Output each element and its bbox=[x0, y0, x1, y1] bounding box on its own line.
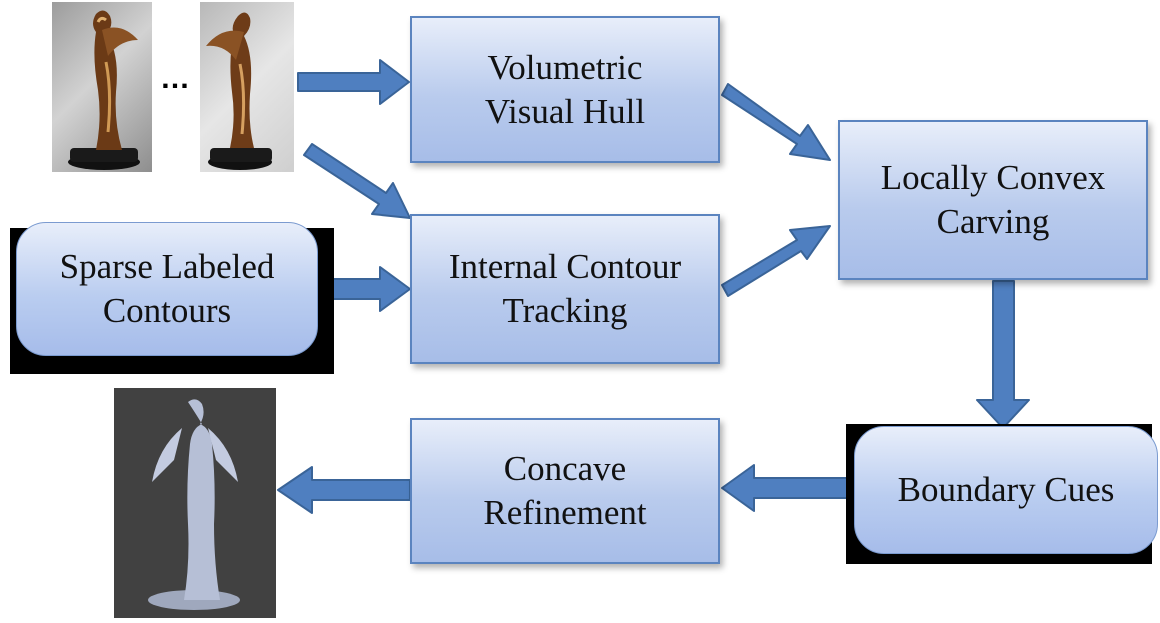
convex-carving-label: Locally Convex Carving bbox=[880, 158, 1106, 241]
contour-tracking-label: Internal Contour Tracking bbox=[448, 247, 682, 330]
statue-photo-icon bbox=[68, 10, 140, 170]
ellipsis: … bbox=[160, 62, 190, 95]
arrow-photos-to-contour-tracking bbox=[303, 143, 411, 219]
arrow-visual-hull-to-carving bbox=[721, 83, 831, 161]
concave-refinement-label: Concave Refinement bbox=[483, 449, 647, 532]
arrow-boundary-to-concave bbox=[721, 464, 855, 512]
sparse-contours-label: Sparse Labeled Contours bbox=[59, 247, 275, 330]
input-photo-last bbox=[200, 2, 294, 172]
output-3d-model bbox=[114, 388, 276, 618]
reconstructed-statue-icon bbox=[148, 399, 240, 610]
input-photo-first bbox=[52, 2, 152, 172]
arrow-photos-to-visual-hull bbox=[297, 59, 410, 105]
contour-tracking-box: Internal Contour Tracking bbox=[410, 214, 720, 364]
boundary-cues-label: Boundary Cues bbox=[897, 470, 1115, 509]
concave-refinement-box: Concave Refinement bbox=[410, 418, 720, 564]
statue-photo-icon bbox=[206, 12, 272, 170]
arrow-concave-to-output bbox=[277, 466, 411, 514]
boundary-cues-box: Boundary Cues bbox=[854, 426, 1158, 554]
sparse-contours-box: Sparse Labeled Contours bbox=[16, 222, 318, 356]
visual-hull-label: Volumetric Visual Hull bbox=[484, 47, 646, 131]
arrow-contour-tracking-to-carving bbox=[721, 225, 831, 297]
arrow-carving-to-boundary-cues bbox=[976, 280, 1030, 429]
visual-hull-box: Volumetric Visual Hull bbox=[410, 16, 720, 163]
convex-carving-box: Locally Convex Carving bbox=[838, 120, 1148, 280]
